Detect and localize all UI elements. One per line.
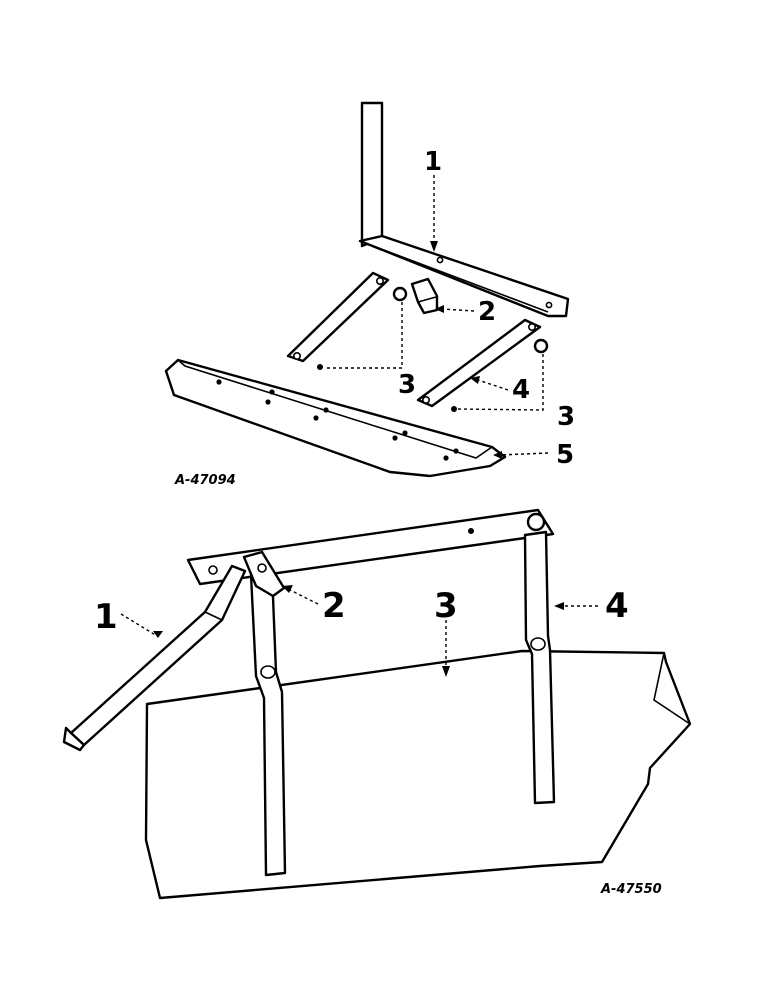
strap-right-part-4 <box>416 318 542 408</box>
callout-2: 2 <box>478 297 496 327</box>
callout-5: 5 <box>556 440 574 470</box>
bolt-part-3 <box>317 286 549 412</box>
handle-bar-part-1 <box>62 564 247 752</box>
strap-left <box>286 271 390 363</box>
scraper-blade-part-3 <box>144 649 692 900</box>
upright-left <box>249 570 287 877</box>
callout-3-right: 3 <box>557 402 575 432</box>
clip-part-2 <box>242 550 286 598</box>
callout-4: 4 <box>512 375 530 405</box>
exploded-view-top: 1 2 3 3 4 5 A-47094 <box>164 101 575 488</box>
callout-4: 4 <box>605 586 629 626</box>
leaders-top <box>324 175 549 459</box>
scraper-blade-part-5 <box>164 358 507 478</box>
assembled-view-bottom: 1 2 3 4 A-47550 <box>62 508 692 900</box>
callout-3: 3 <box>434 586 458 626</box>
figure-id-bottom: A-47550 <box>600 882 662 897</box>
cross-bar <box>186 508 555 586</box>
clip-part-2 <box>410 277 439 315</box>
bracket-part-1 <box>358 101 570 318</box>
callout-1: 1 <box>94 597 118 637</box>
upright-right-part-4 <box>523 530 556 805</box>
callout-1: 1 <box>424 147 442 177</box>
figure-id-top: A-47094 <box>174 473 236 488</box>
callout-2: 2 <box>322 586 346 626</box>
callout-3-left: 3 <box>398 370 416 400</box>
leaders-bottom <box>120 585 598 677</box>
